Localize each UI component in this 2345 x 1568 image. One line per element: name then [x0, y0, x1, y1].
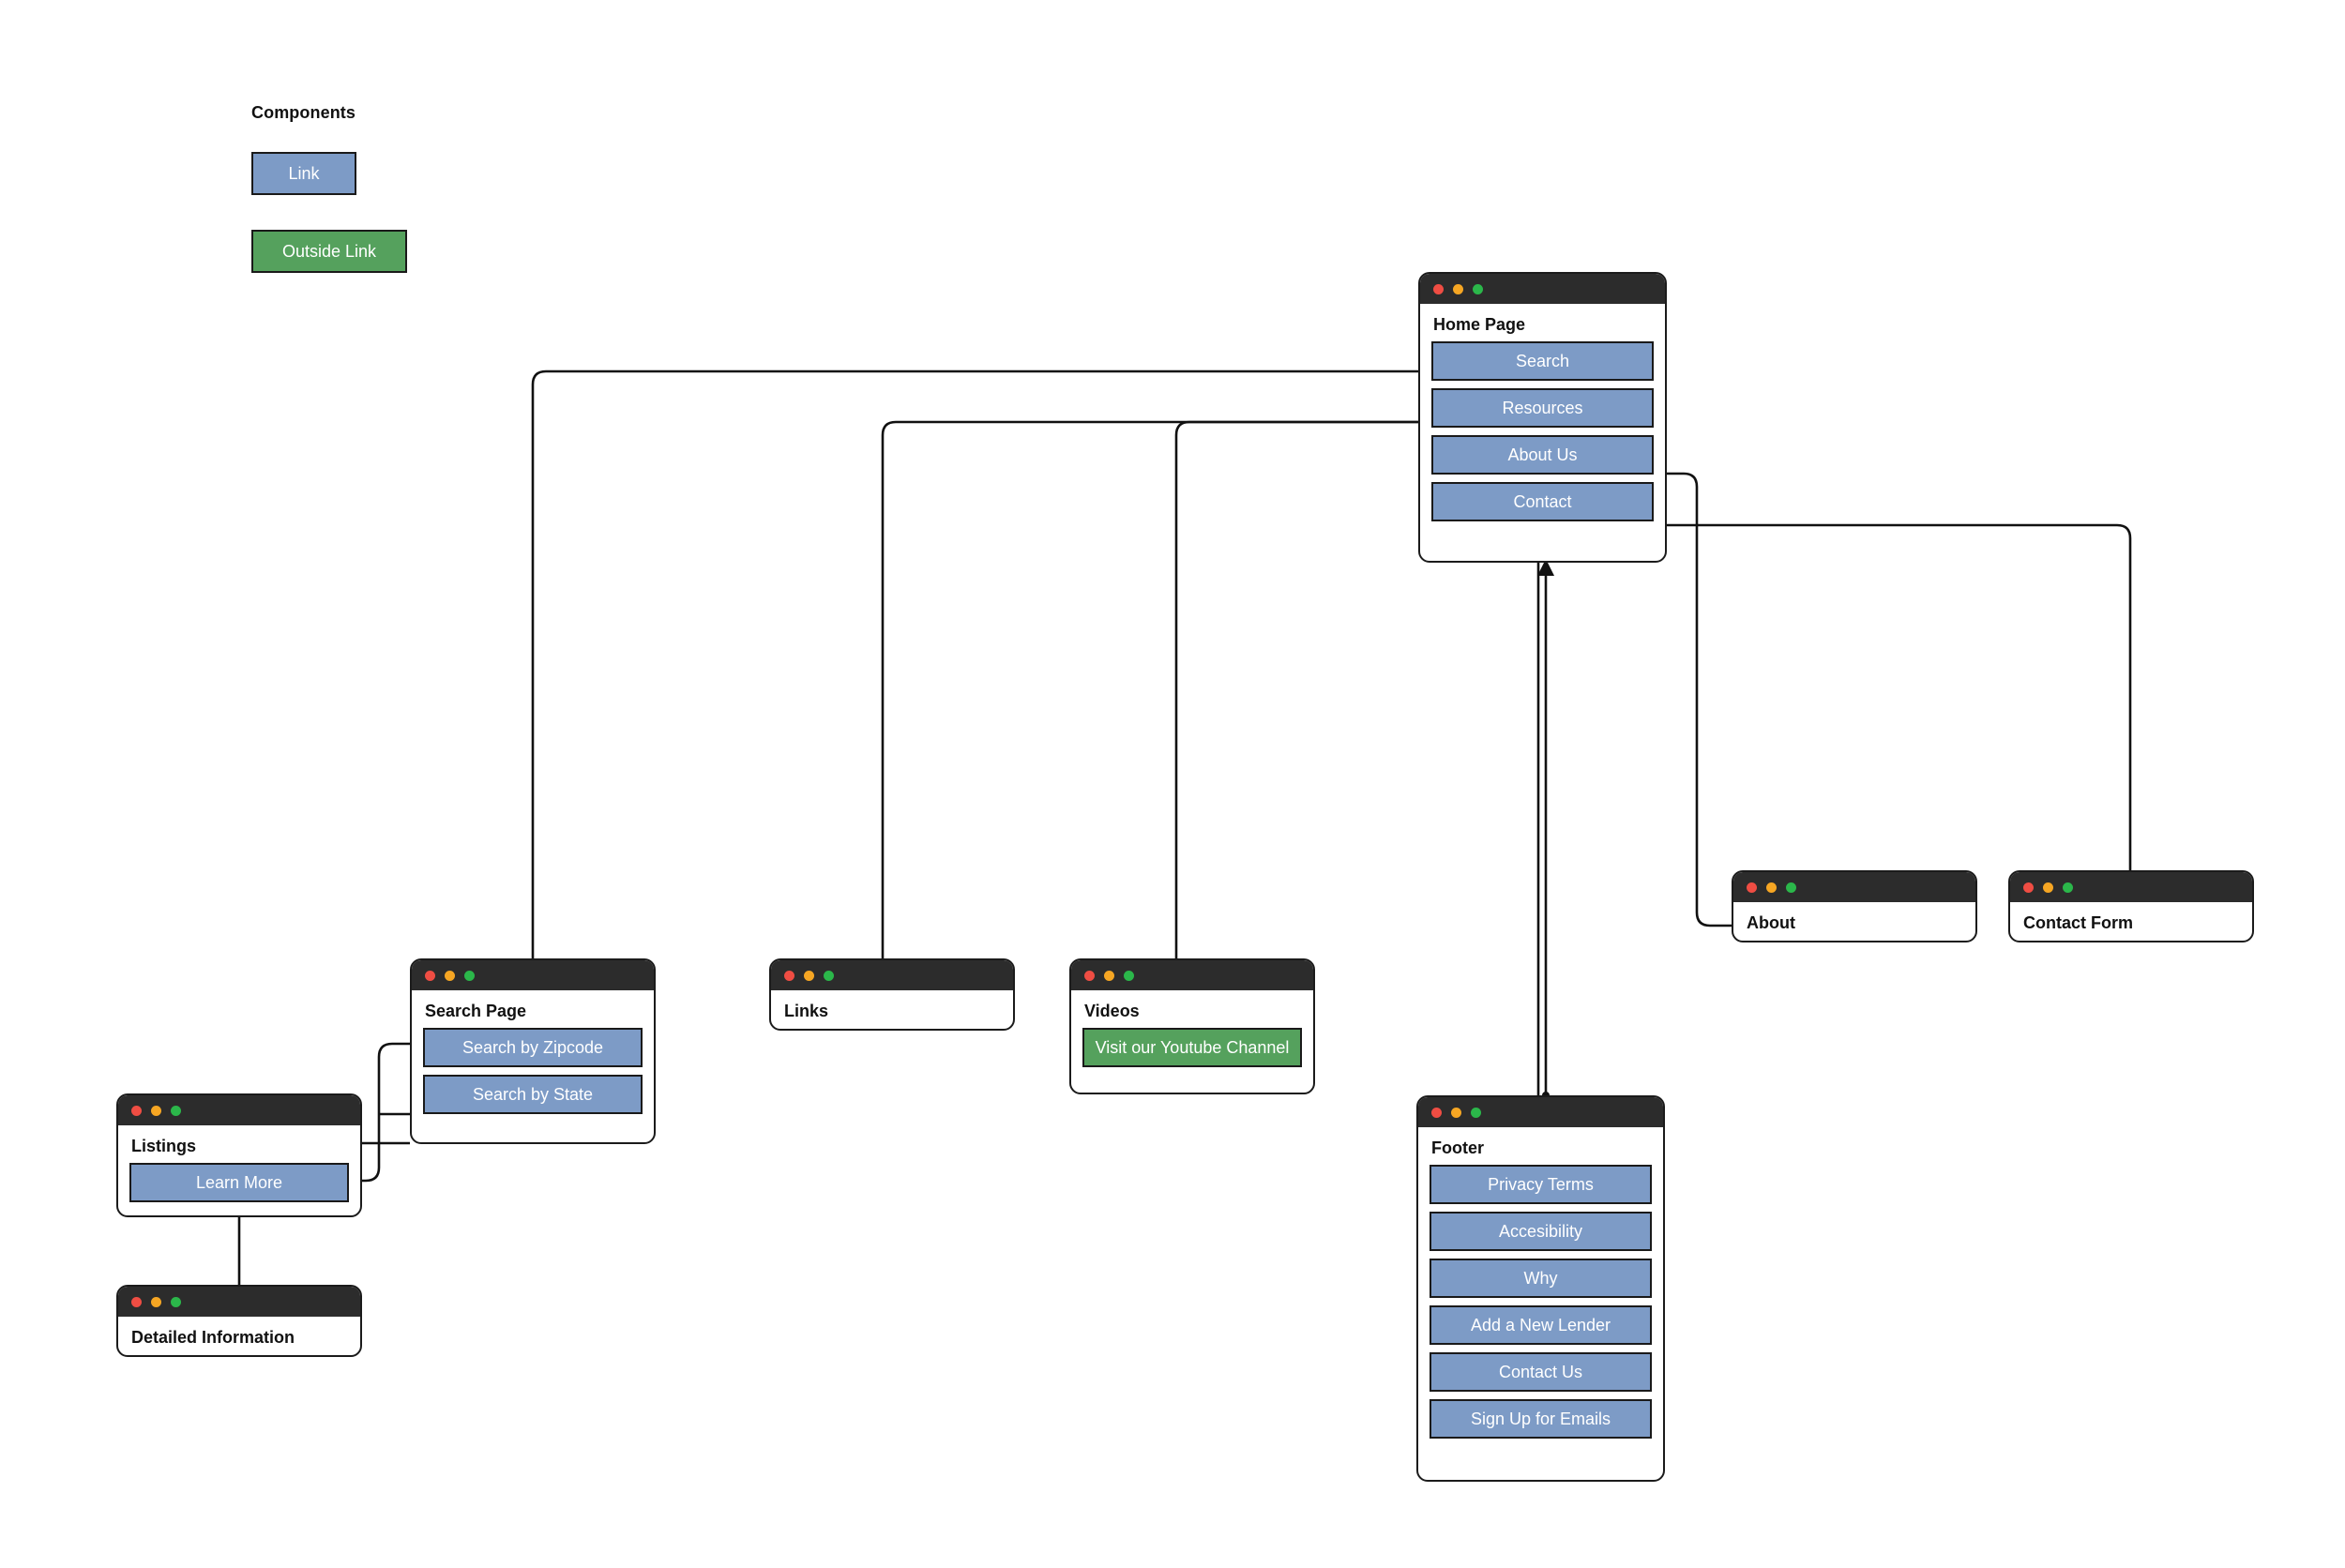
card-body: Home Page Search Resources About Us Cont… [1420, 304, 1665, 561]
close-dot-icon[interactable] [131, 1296, 142, 1307]
maximize-dot-icon[interactable] [824, 970, 834, 981]
maximize-dot-icon[interactable] [1124, 970, 1134, 981]
close-dot-icon[interactable] [784, 970, 794, 981]
close-dot-icon[interactable] [1433, 283, 1444, 294]
button-visit-our-youtube-channel[interactable]: Visit our Youtube Channel [1082, 1027, 1302, 1067]
legend-chip-link: Link [251, 152, 356, 195]
card-title-links: Links [784, 1002, 829, 1020]
wire-zipcode-to-listings [355, 1042, 415, 1183]
button-contact[interactable]: Contact [1431, 481, 1654, 521]
maximize-dot-icon[interactable] [1473, 283, 1483, 294]
card-search-page[interactable]: Search Page Search by Zipcode Search by … [410, 958, 656, 1144]
maximize-dot-icon[interactable] [1786, 882, 1796, 893]
button-sign-up-for-emails[interactable]: Sign Up for Emails [1430, 1398, 1652, 1439]
card-title-detailed-information: Detailed Information [131, 1328, 295, 1347]
button-list: Search by Zipcode Search by State [423, 1027, 643, 1114]
minimize-dot-icon[interactable] [1766, 882, 1777, 893]
card-body: Videos Visit our Youtube Channel [1071, 990, 1313, 1093]
minimize-dot-icon[interactable] [445, 970, 455, 981]
button-search[interactable]: Search [1431, 340, 1654, 381]
titlebar [2010, 872, 2252, 902]
maximize-dot-icon[interactable] [464, 970, 475, 981]
minimize-dot-icon[interactable] [1453, 283, 1463, 294]
maximize-dot-icon[interactable] [171, 1296, 181, 1307]
wire-search-to-search-page [531, 369, 1419, 975]
wire-resources-to-links [881, 420, 1419, 975]
maximize-dot-icon[interactable] [1471, 1107, 1481, 1118]
card-body: Detailed Information [118, 1317, 360, 1355]
card-body: Footer Privacy Terms Accesibility Why Ad… [1418, 1127, 1663, 1480]
card-home-page[interactable]: Home Page Search Resources About Us Cont… [1418, 272, 1667, 563]
button-why[interactable]: Why [1430, 1258, 1652, 1298]
card-contact-form[interactable]: Contact Form [2008, 870, 2254, 942]
close-dot-icon[interactable] [1747, 882, 1757, 893]
minimize-dot-icon[interactable] [151, 1296, 161, 1307]
wire-contact-to-contact-form [1536, 523, 2132, 872]
titlebar [412, 960, 654, 990]
button-resources[interactable]: Resources [1431, 387, 1654, 428]
card-title-contact-form: Contact Form [2023, 913, 2133, 932]
close-dot-icon[interactable] [2023, 882, 2034, 893]
titlebar [1071, 960, 1313, 990]
card-title-footer: Footer [1431, 1138, 1484, 1157]
close-dot-icon[interactable] [1084, 970, 1095, 981]
minimize-dot-icon[interactable] [1104, 970, 1114, 981]
button-about-us[interactable]: About Us [1431, 434, 1654, 475]
wire-resources-to-videos [1174, 420, 1419, 975]
legend-chip-outside-link: Outside Link [251, 230, 407, 273]
maximize-dot-icon[interactable] [171, 1105, 181, 1116]
button-contact-us[interactable]: Contact Us [1430, 1351, 1652, 1392]
button-search-by-zipcode[interactable]: Search by Zipcode [423, 1027, 643, 1067]
minimize-dot-icon[interactable] [804, 970, 814, 981]
card-body: About [1733, 902, 1975, 941]
titlebar [771, 960, 1013, 990]
maximize-dot-icon[interactable] [2063, 882, 2073, 893]
card-body: Listings Learn More [118, 1125, 360, 1215]
card-title-about: About [1747, 913, 1795, 932]
card-title-listings: Listings [131, 1137, 197, 1155]
card-title-search-page: Search Page [425, 1002, 527, 1020]
titlebar [1418, 1097, 1663, 1127]
minimize-dot-icon[interactable] [2043, 882, 2053, 893]
button-add-a-new-lender[interactable]: Add a New Lender [1430, 1304, 1652, 1345]
card-body: Contact Form [2010, 902, 2252, 941]
card-listings[interactable]: Listings Learn More [116, 1093, 362, 1217]
card-links[interactable]: Links [769, 958, 1015, 1031]
titlebar [1420, 274, 1665, 304]
button-accesibility[interactable]: Accesibility [1430, 1211, 1652, 1251]
components-legend-title: Components [251, 103, 356, 122]
button-list: Privacy Terms Accesibility Why Add a New… [1430, 1164, 1652, 1439]
titlebar [118, 1287, 360, 1317]
titlebar [118, 1095, 360, 1125]
close-dot-icon[interactable] [1431, 1107, 1442, 1118]
card-footer[interactable]: Footer Privacy Terms Accesibility Why Ad… [1416, 1095, 1665, 1482]
button-learn-more[interactable]: Learn More [129, 1162, 349, 1202]
close-dot-icon[interactable] [425, 970, 435, 981]
close-dot-icon[interactable] [131, 1105, 142, 1116]
titlebar [1733, 872, 1975, 902]
minimize-dot-icon[interactable] [151, 1105, 161, 1116]
button-list: Learn More [129, 1162, 349, 1202]
card-detailed-information[interactable]: Detailed Information [116, 1285, 362, 1357]
button-search-by-state[interactable]: Search by State [423, 1074, 643, 1114]
minimize-dot-icon[interactable] [1451, 1107, 1461, 1118]
button-list: Visit our Youtube Channel [1082, 1027, 1302, 1067]
card-body: Links [771, 990, 1013, 1029]
card-about[interactable]: About [1732, 870, 1977, 942]
card-body: Search Page Search by Zipcode Search by … [412, 990, 654, 1142]
button-list: Search Resources About Us Contact [1431, 340, 1654, 521]
card-videos[interactable]: Videos Visit our Youtube Channel [1069, 958, 1315, 1094]
button-privacy-terms[interactable]: Privacy Terms [1430, 1164, 1652, 1204]
card-title-videos: Videos [1084, 1002, 1140, 1020]
card-title-home-page: Home Page [1433, 315, 1526, 334]
